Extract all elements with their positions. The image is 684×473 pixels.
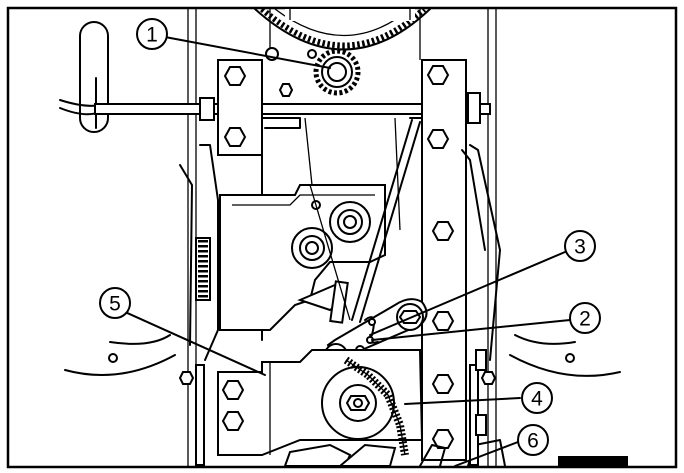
tension-wheel <box>321 366 395 440</box>
leader-4 <box>404 397 521 405</box>
callout-4: 4 <box>521 382 553 414</box>
callout-3-label: 3 <box>574 236 586 259</box>
small-pinion-gear <box>265 47 361 97</box>
machine-drawing <box>59 9 628 466</box>
callout-5-label: 5 <box>109 293 121 316</box>
actuator-rods <box>309 119 421 323</box>
side-hardware <box>64 334 621 466</box>
callout-3: 3 <box>564 230 596 262</box>
leader-2 <box>371 319 571 341</box>
leader-6 <box>454 441 519 467</box>
side-linkages <box>179 144 501 361</box>
callout-2-label: 2 <box>579 308 591 331</box>
callout-leaders <box>124 36 571 467</box>
leader-1 <box>164 36 331 69</box>
center-casting <box>219 184 386 331</box>
callout-6: 6 <box>517 424 549 456</box>
callout-5: 5 <box>99 287 131 319</box>
right-bracket <box>421 59 467 461</box>
black-bar <box>558 456 628 466</box>
callout-1: 1 <box>136 18 168 50</box>
leader-5 <box>124 311 266 376</box>
tension-spring <box>343 356 409 456</box>
top-drive-gear <box>254 9 431 51</box>
callout-6-label: 6 <box>527 430 539 453</box>
callout-1-label: 1 <box>146 24 158 47</box>
callout-4-label: 4 <box>531 388 543 411</box>
callout-2: 2 <box>569 302 601 334</box>
leader-3 <box>369 251 566 336</box>
left-bracket <box>217 59 263 302</box>
